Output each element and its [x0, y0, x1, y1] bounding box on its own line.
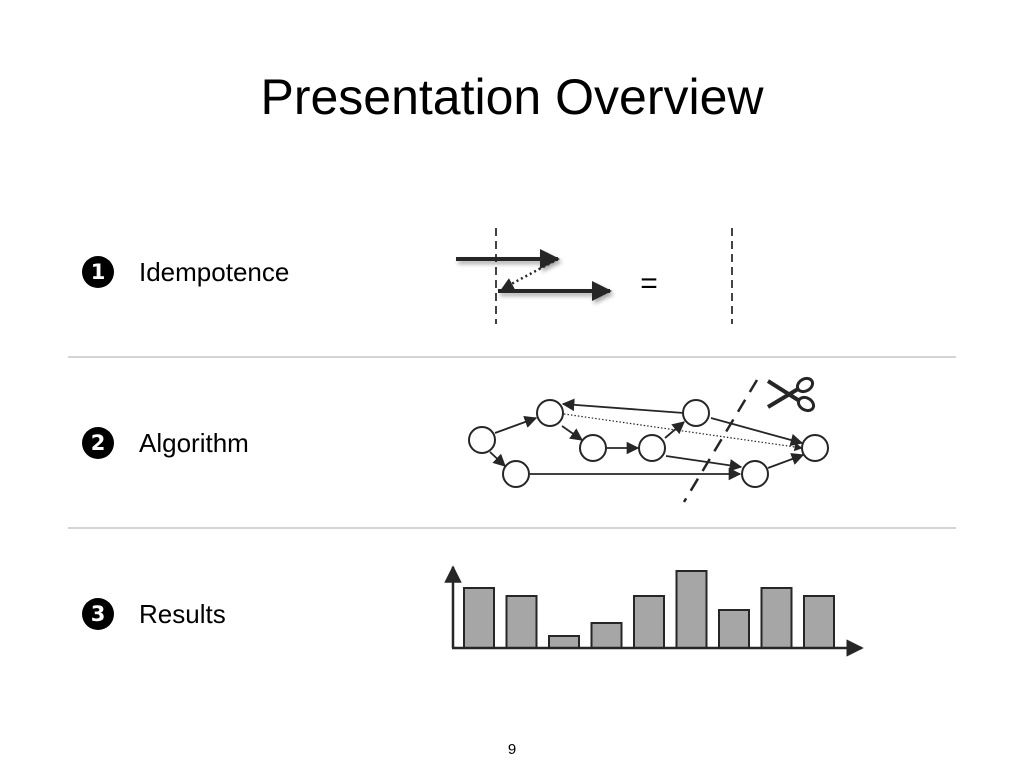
chart-bar-5	[633, 595, 665, 649]
chart-bar-4	[590, 622, 623, 649]
chart-bar-1	[463, 587, 495, 649]
page-number: 9	[507, 741, 517, 758]
section-number-1: 1	[82, 256, 114, 288]
idempotence-arrows-diagram	[456, 228, 848, 324]
scissors-icon	[766, 376, 816, 413]
chart-bar-6	[675, 570, 708, 649]
chart-bar-8	[760, 587, 793, 649]
section-divider-1	[68, 356, 956, 358]
equals-sign: =	[640, 267, 658, 300]
section-number-3: 3	[82, 598, 114, 630]
section-results: 3 Results	[82, 594, 226, 634]
section-label-idempotence: Idempotence	[139, 256, 290, 287]
chart-bar-3	[548, 635, 580, 649]
section-idempotence: 1 Idempotence	[82, 252, 289, 292]
chart-bars	[463, 570, 835, 649]
section-divider-2	[68, 527, 956, 529]
results-bar-chart	[444, 565, 864, 657]
chart-bar-2	[505, 595, 538, 649]
section-label-algorithm: Algorithm	[139, 427, 249, 458]
chart-bar-9	[803, 595, 835, 649]
section-algorithm: 2 Algorithm	[82, 423, 249, 463]
chart-bar-7	[718, 609, 750, 649]
slide-title: Presentation Overview	[260, 69, 764, 125]
graph-cut-diagram	[468, 379, 829, 503]
section-number-2: 2	[82, 427, 114, 459]
section-label-results: Results	[139, 598, 226, 629]
